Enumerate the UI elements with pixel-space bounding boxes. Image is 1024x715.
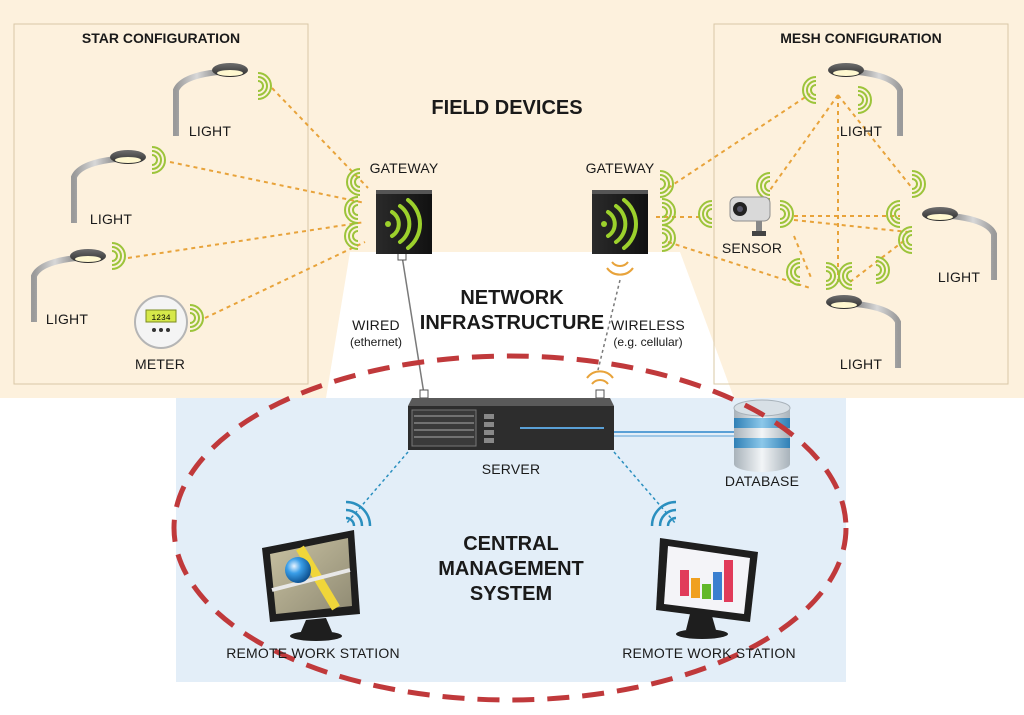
wireless-signal-icon — [111, 242, 126, 270]
wireless-signal-icon — [779, 200, 794, 228]
database-icon — [733, 399, 791, 472]
meter-label: METER — [135, 356, 185, 372]
server-icon — [408, 398, 614, 450]
server-label: SERVER — [481, 461, 541, 477]
signal-icons — [111, 72, 926, 332]
gateway-device — [592, 190, 648, 254]
light-label: LIGHT — [45, 311, 89, 327]
wireless-label: WIRELESS — [611, 317, 685, 333]
light-label: LIGHT — [839, 123, 883, 139]
wired-sublabel: (ethernet) — [349, 335, 403, 349]
wireless-signal-icon — [661, 198, 676, 226]
workstation-map-monitor — [262, 530, 360, 641]
gateway-label: GATEWAY — [369, 160, 439, 176]
wireless-signal-icon — [257, 72, 272, 100]
wireless-signal-icon — [346, 168, 361, 196]
network-infrastructure-area — [326, 252, 734, 398]
workstation-signal-icon — [345, 500, 677, 527]
sensor-label: SENSOR — [721, 240, 783, 256]
light-label: LIGHT — [89, 211, 133, 227]
wireless-signal-icon — [189, 304, 204, 332]
mesh-configuration-box — [713, 23, 1009, 385]
wireless-signal-icon — [698, 200, 713, 228]
street-light — [922, 207, 997, 280]
central-management-title-3: SYSTEM — [469, 583, 553, 605]
wireless-signal-icon — [875, 256, 890, 284]
wired-label: WIRED — [352, 317, 400, 333]
light-label: LIGHT — [839, 356, 883, 372]
wireless-signal-icon — [151, 146, 166, 174]
wireless-sublabel: (e.g. cellular) — [613, 335, 683, 349]
workstation-label: REMOTE WORK STATION — [622, 645, 796, 661]
light-label: LIGHT — [188, 123, 232, 139]
star-configuration-box — [13, 23, 309, 385]
network-infrastructure-title-2: INFRASTRUCTURE — [419, 312, 605, 334]
gateway-label: GATEWAY — [585, 160, 655, 176]
wired-link — [401, 255, 425, 395]
mesh-links — [656, 93, 913, 289]
mesh-configuration-title: MESH CONFIGURATION — [780, 30, 942, 46]
wireless-signal-icon — [661, 224, 676, 252]
wireless-signal-icon — [898, 226, 913, 254]
street-light — [826, 295, 901, 368]
star-configuration-title: STAR CONFIGURATION — [81, 30, 241, 46]
sensor-camera-icon — [729, 196, 771, 236]
wireless-signal-icon — [838, 262, 853, 290]
meter-icon: 1234 — [134, 295, 188, 349]
wireless-signal-icon — [786, 258, 801, 286]
wireless-signal-icon — [886, 200, 901, 228]
network-infrastructure-title-1: NETWORK — [460, 287, 564, 309]
wireless-signal-icon — [659, 170, 674, 198]
database-label: DATABASE — [724, 473, 800, 489]
central-management-boundary — [171, 353, 849, 703]
central-management-title-1: CENTRAL — [463, 533, 559, 555]
wireless-signal-icon — [344, 222, 359, 250]
wireless-signal-icon — [586, 261, 634, 385]
light-label: LIGHT — [937, 269, 981, 285]
wireless-signal-icon — [802, 76, 817, 104]
street-light — [71, 150, 146, 223]
street-light — [31, 249, 106, 322]
wireless-signal-icon — [911, 170, 926, 198]
field-devices-title: FIELD DEVICES — [431, 97, 583, 119]
street-light — [828, 63, 903, 136]
central-management-title-2: MANAGEMENT — [438, 558, 584, 580]
gateway-device — [376, 190, 432, 254]
workstation-chart-monitor — [656, 538, 758, 639]
wireless-signal-icon — [857, 86, 872, 114]
svg-text:1234: 1234 — [151, 314, 170, 323]
street-light — [173, 63, 248, 136]
wireless-signal-icon — [344, 196, 359, 224]
workstation-label: REMOTE WORK STATION — [226, 645, 400, 661]
